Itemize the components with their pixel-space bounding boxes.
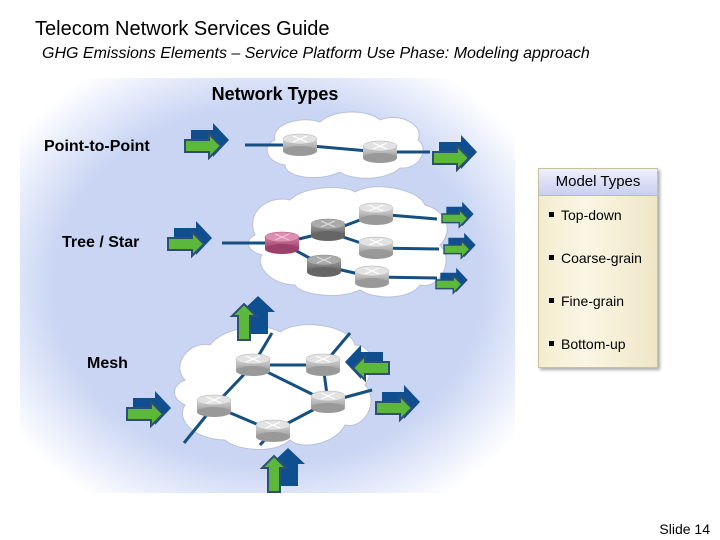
router-icon [305, 353, 341, 377]
bullet-icon [549, 254, 554, 260]
model-types-box: Model Types Top-down Coarse-grain Fine-g… [538, 168, 658, 368]
egress-arrow-icon [375, 384, 421, 421]
router-icon [264, 231, 300, 255]
egress-arrow-icon [443, 232, 477, 259]
ingress-arrow-icon [184, 122, 230, 159]
model-item-label: Top-down [561, 207, 622, 223]
slide-subtitle: GHG Emissions Elements – Service Platfor… [42, 45, 590, 62]
bullet-icon [549, 211, 554, 217]
network-type-tree-star: Tree / Star [62, 234, 140, 251]
router-icon [306, 254, 342, 278]
slide-title: Telecom Network Services Guide [35, 18, 330, 40]
network-types-title: Network Types [211, 84, 339, 104]
network-type-mesh: Mesh [87, 355, 128, 372]
router-icon [235, 353, 271, 377]
slide-number: Slide 14 [659, 521, 710, 537]
router-icon [358, 202, 394, 226]
router-icon [255, 419, 291, 443]
bullet-icon [549, 340, 554, 346]
up-arrow-icon [261, 447, 306, 493]
egress-arrow-icon [441, 201, 475, 228]
model-item-label: Fine-grain [561, 293, 625, 309]
model-item: Top-down [549, 207, 622, 223]
router-icon [196, 394, 232, 418]
router-icon [310, 218, 346, 242]
cloud-tree [247, 186, 448, 298]
model-item-label: Coarse-grain [561, 250, 642, 266]
model-types-title: Model Types [539, 169, 657, 196]
router-icon [358, 236, 394, 260]
router-icon [310, 390, 346, 414]
model-item: Coarse-grain [549, 250, 642, 266]
bullet-icon [549, 297, 554, 303]
ingress-arrow-icon [126, 390, 172, 427]
model-item-label: Bottom-up [561, 336, 626, 352]
egress-arrow-icon [432, 134, 478, 171]
ingress-arrow-icon [167, 220, 213, 257]
network-type-point-to-point: Point-to-Point [44, 138, 150, 155]
model-item: Bottom-up [549, 336, 626, 352]
router-icon [362, 140, 398, 164]
model-item: Fine-grain [549, 293, 624, 309]
router-icon [282, 133, 318, 157]
router-icon [354, 265, 390, 289]
